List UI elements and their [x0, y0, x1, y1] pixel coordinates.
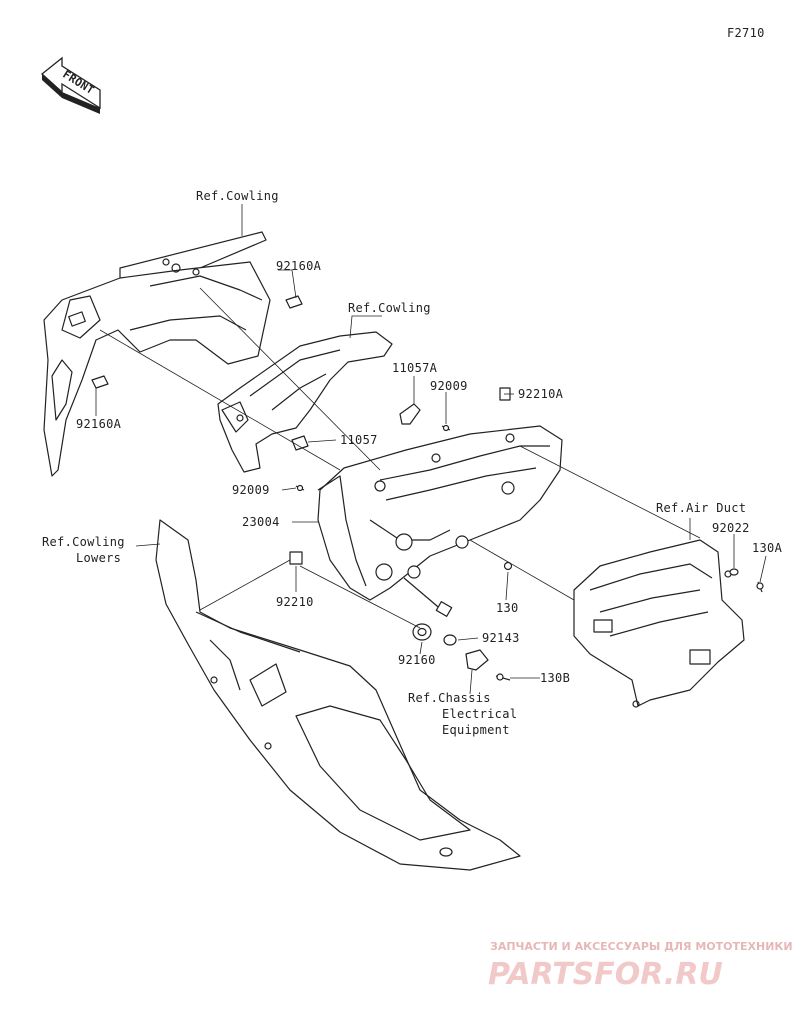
label-92160: 92160 [398, 653, 436, 667]
bracket-11057A [399, 403, 421, 425]
inner-cowling-outline [217, 331, 393, 473]
washer-92022 [729, 568, 739, 576]
upper-cowling-outline [43, 231, 271, 477]
bolt-92009-lower [295, 484, 305, 492]
label-ref-air-duct: Ref.Air Duct [656, 501, 746, 515]
label-92210A: 92210A [518, 387, 564, 401]
watermark: ЗАПЧАСТИ И АКСЕССУАРЫ ДЛЯ МОТОТЕХНИКИ PA… [488, 940, 793, 992]
bolt-130 [503, 561, 513, 571]
label-ref-chassis-line2: Electrical [442, 707, 517, 721]
clip-92210 [289, 551, 303, 565]
watermark-tagline: ЗАПЧАСТИ И АКСЕССУАРЫ ДЛЯ МОТОТЕХНИКИ [490, 940, 793, 953]
label-ref-cowling-lowers-line2: Lowers [76, 551, 121, 565]
label-130B: 130B [540, 671, 570, 685]
leader-lines [95, 204, 767, 695]
washer-92143 [443, 634, 457, 646]
lower-cowling-outline [155, 519, 521, 871]
label-92143: 92143 [482, 631, 520, 645]
label-11057A: 11057A [392, 361, 438, 375]
bolt-130B [495, 673, 511, 681]
grommet-92160 [412, 623, 432, 641]
watermark-logo: PARTSFOR.RU [488, 957, 723, 992]
label-130A: 130A [752, 541, 783, 555]
label-130: 130 [496, 601, 519, 615]
label-92022: 92022 [712, 521, 750, 535]
label-92160A-lower: 92160A [76, 417, 122, 431]
front-arrow-icon: FRONT [40, 56, 101, 114]
callout-labels: Ref.Cowling 92160A 92160A Ref.Cowling 11… [42, 189, 783, 737]
pad-92160A-upper [285, 295, 303, 309]
headlight-assembly-outline [317, 425, 563, 617]
bolt-130A [756, 581, 764, 593]
label-ref-chassis-line3: Equipment [442, 723, 510, 737]
label-11057: 11057 [340, 433, 378, 447]
label-92009-upper: 92009 [430, 379, 468, 393]
bracket-chassis [465, 649, 489, 671]
label-92009-lower: 92009 [232, 483, 270, 497]
label-ref-cowling-top: Ref.Cowling [196, 189, 279, 203]
air-duct-box-outline [573, 539, 745, 708]
label-92160A-upper: 92160A [276, 259, 322, 273]
label-92210: 92210 [276, 595, 314, 609]
label-ref-cowling-lowers-line1: Ref.Cowling [42, 535, 125, 549]
label-23004: 23004 [242, 515, 280, 529]
label-ref-chassis-line1: Ref.Chassis [408, 691, 491, 705]
pad-92160A-lower [91, 375, 109, 389]
label-ref-cowling-inner: Ref.Cowling [348, 301, 431, 315]
figure-code: F2710 [727, 26, 765, 40]
bolt-92009-upper [441, 424, 451, 432]
bracket-11057 [291, 435, 309, 451]
